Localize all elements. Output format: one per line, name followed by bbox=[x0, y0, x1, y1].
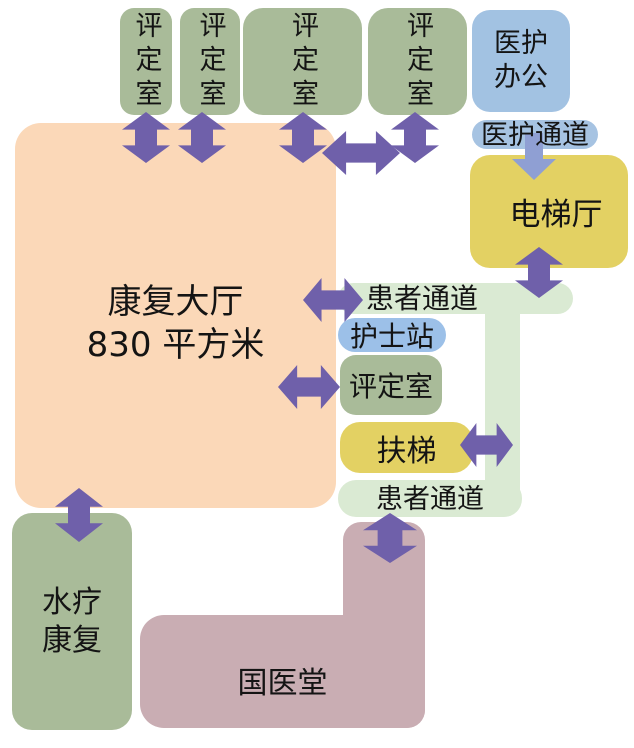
arrow-elevator-corridor bbox=[515, 247, 563, 298]
staff-corridor-label: 医护通道 bbox=[481, 120, 589, 151]
tcm-hall-label: 国医堂 bbox=[237, 666, 328, 701]
hydro-rehab: 水疗 康复 bbox=[12, 513, 132, 730]
arrow-escalator-channel bbox=[460, 423, 513, 467]
eval-room-2: 评定室 bbox=[180, 8, 240, 115]
elevator-hall: 电梯厅 bbox=[470, 155, 628, 268]
arrow-eval1-hall bbox=[122, 112, 170, 163]
eval-room-mid: 评定室 bbox=[340, 355, 442, 415]
arrow-corridor2-tcm bbox=[363, 513, 417, 563]
eval-room-mid-label: 评定室 bbox=[348, 370, 433, 403]
staff-office: 医护 办公 bbox=[472, 10, 570, 112]
eval-room-3-label: 评定室 bbox=[287, 10, 318, 113]
patient-corridor-1-label: 患者通道 bbox=[366, 282, 479, 315]
eval-room-4: 评定室 bbox=[368, 8, 467, 115]
arrow-eval4-hall-horizontal bbox=[322, 131, 400, 175]
eval-room-3: 评定室 bbox=[243, 8, 362, 115]
patient-corridor-2-pill bbox=[338, 480, 522, 517]
patient-corridor-2-label: 患者通道 bbox=[376, 484, 484, 515]
nurse-station: 护士站 bbox=[338, 318, 446, 353]
eval-room-1-label: 评定室 bbox=[130, 10, 162, 113]
nurse-station-label: 护士站 bbox=[349, 320, 434, 353]
eval-room-4-label: 评定室 bbox=[402, 10, 433, 113]
hydro-rehab-label: 水疗 康复 bbox=[42, 585, 102, 658]
staff-office-label: 医护 办公 bbox=[494, 28, 548, 93]
arrow-hall-corridor1 bbox=[303, 278, 363, 322]
escalator-label: 扶梯 bbox=[376, 433, 437, 469]
eval-room-1: 评定室 bbox=[120, 8, 172, 115]
arrow-staff-corridor-down bbox=[512, 133, 556, 180]
eval-room-2-label: 评定室 bbox=[194, 10, 226, 113]
arrow-eval2-hall bbox=[178, 112, 226, 163]
patient-corridor-channel bbox=[485, 298, 520, 498]
elevator-hall-label: 电梯厅 bbox=[509, 197, 603, 233]
arrow-hall-hydro bbox=[55, 488, 103, 542]
rehab-hall-label: 康复大厅 830 平方米 bbox=[86, 282, 265, 365]
escalator: 扶梯 bbox=[340, 422, 473, 473]
tcm-hall-block bbox=[140, 615, 425, 728]
arrow-hall-evalmid bbox=[278, 365, 340, 409]
arrow-eval3-hall bbox=[279, 112, 327, 163]
arrow-eval4-hall bbox=[391, 112, 439, 163]
rehab-hall-zone: 康复大厅 830 平方米 bbox=[15, 123, 336, 508]
